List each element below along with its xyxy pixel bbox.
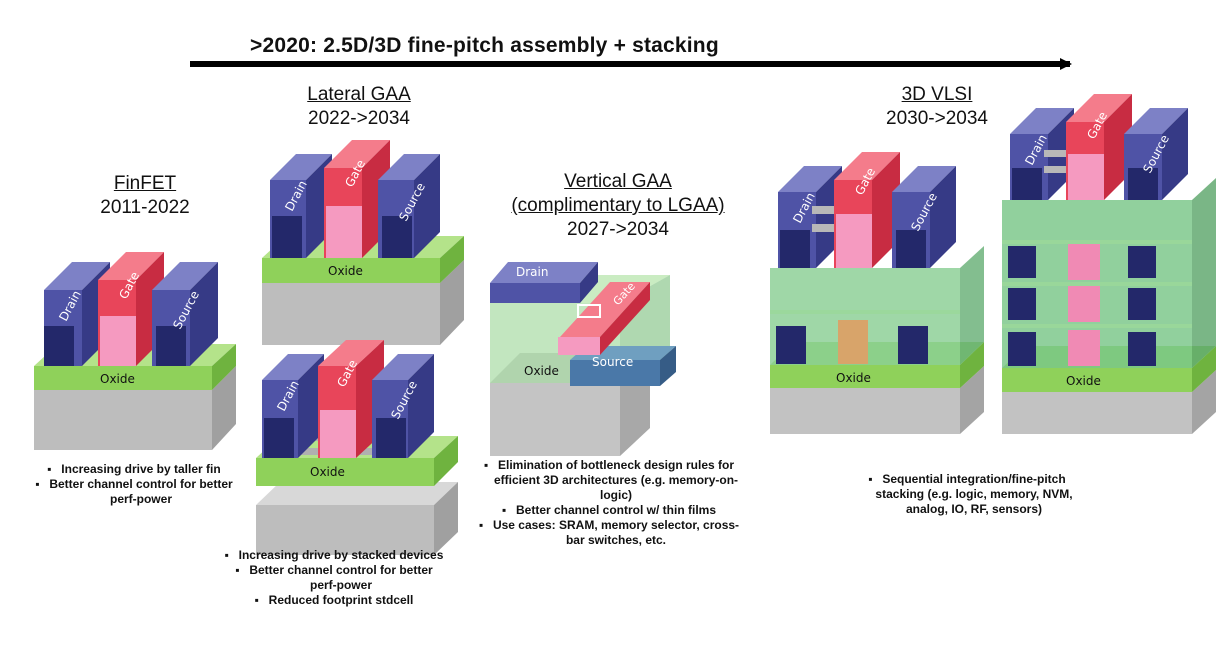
vertical-gaa-device: Oxide Source Drain Gate [490,262,676,456]
bullet-item: Increasing drive by taller fin [36,462,236,477]
oxide-label: Oxide [1066,374,1101,388]
tech-name-line2: (complimentary to LGAA) [511,195,725,216]
tech-name: Vertical GAA [564,171,672,192]
lateral-gaa-bullets: Increasing drive by stacked devices Bett… [225,548,446,608]
vertical-gaa-bullets: Elimination of bottleneck design rules f… [476,458,746,548]
tech-years: 2011-2022 [100,197,190,218]
finfet-bullets: Increasing drive by taller fin Better ch… [35,462,236,507]
tech-name: FinFET [113,173,177,194]
finfet-device: Oxide Drain Gate Source [34,252,236,450]
vlsi-3d-bullets: Sequential integration/fine-pitch stacki… [848,472,1090,517]
tech-years: 2030->2034 [886,108,988,129]
oxide-label: Oxide [836,371,871,385]
bullet-item: Sequential integration/fine-pitch stacki… [848,472,1090,517]
vlsi-3d-device-four-tier: Oxide Drain Gate Source [1002,94,1216,434]
lateral-gaa-device-stacked: Oxide Drain Gate Source [256,340,458,555]
bullet-item: Better channel control for better perf-p… [226,563,446,593]
bullet-item: Elimination of bottleneck design rules f… [476,458,746,503]
vlsi-3d-heading: 3D VLSI 2030->2034 [862,83,1012,131]
finfet-heading: FinFET 2011-2022 [80,172,210,220]
bullet-item: Better channel control for better perf-p… [35,477,236,507]
vlsi-3d-device-two-tier: Oxide Drain Gate Source [770,152,984,434]
vertical-gaa-heading: Vertical GAA (complimentary to LGAA) 202… [498,170,738,242]
drain-label: Drain [516,265,548,279]
source-label: Source [592,355,633,369]
oxide-label: Oxide [328,264,363,278]
bullet-item: Increasing drive by stacked devices [225,548,446,563]
bullet-item: Better channel control w/ thin films [476,503,746,518]
bullet-item: Reduced footprint stdcell [226,593,446,608]
tech-name: 3D VLSI [901,84,973,105]
oxide-label: Oxide [100,372,135,386]
tech-years: 2027->2034 [567,219,669,240]
lateral-gaa-heading: Lateral GAA 2022->2034 [284,83,434,131]
bullet-item: Use cases: SRAM, memory selector, cross-… [476,518,746,548]
lateral-gaa-device-top: Oxide Drain Gate Source [262,140,464,345]
timeline-banner: >2020: 2.5D/3D fine-pitch assembly + sta… [250,34,719,57]
tech-name: Lateral GAA [307,84,411,105]
oxide-label: Oxide [310,465,345,479]
oxide-label: Oxide [524,364,559,378]
tech-years: 2022->2034 [308,108,410,129]
